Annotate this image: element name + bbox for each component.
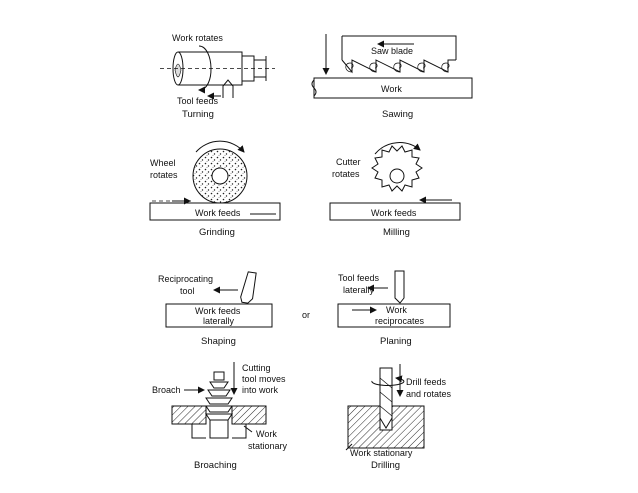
grinding-work [149,202,281,221]
planing-tool [394,270,405,304]
cutting-label-line3: into work [242,385,279,395]
planing-panel: Tool feeds laterally Work reciprocates P… [337,270,451,347]
grinding-wheel-hub [211,167,229,185]
saw-chip-3 [393,62,402,73]
cutting-label-line2: tool moves [242,374,286,384]
grinding-panel: Wheel rotates Work feeds Grinding [149,140,281,238]
broach-label: Broach [152,385,181,395]
saw-blade-teeth [341,59,456,74]
planing-work-label-line2: reciprocates [375,316,425,326]
work-rotates-label: Work rotates [172,33,223,43]
saw-blade-label: Saw blade [371,46,413,56]
cutter-rotation-arrow [374,142,421,155]
saw-chip-5 [441,62,450,73]
shaping-work [165,303,273,328]
shaping-tool [240,271,257,304]
broach-fixture [191,424,247,439]
saw-chip-4 [417,62,426,73]
turning-cut-face [174,63,182,78]
shaping-panel: Reciprocating tool Work feeds laterally … [158,271,273,347]
shaping-caption: Shaping [201,336,236,347]
turning-caption: Turning [182,109,214,120]
drill-label-line1: Drill feeds [406,377,447,387]
tool-feeds-label: Tool feeds [177,96,219,106]
drilling-panel: Drill feeds and rotates Work stationary … [345,364,452,471]
saw-blade-body [342,35,457,60]
drill-flutes [379,377,393,417]
work-pointer [243,425,253,433]
wheel-rotation-arrow [195,140,245,153]
planing-tool-label-line2: laterally [343,285,375,295]
drill-work-pointer [345,443,353,451]
planing-work-label-line1: Work [386,305,407,315]
broach-work-left [171,405,207,425]
turning-chuck-jaws [254,59,266,78]
milling-panel: Cutter rotates Work feeds Milling [329,142,461,238]
drilling-caption: Drilling [371,460,400,471]
milling-cutter-hub [389,168,405,184]
reciprocating-label-line2: tool [180,286,195,296]
broach-work-right [231,405,267,425]
reciprocating-label-line1: Reciprocating [158,274,213,284]
broach-work-label-line1: Work [256,429,277,439]
drill-work [347,405,425,449]
broaching-caption: Broaching [194,460,237,471]
shaping-work-label-line2: laterally [203,316,235,326]
saw-work [313,77,473,99]
turning-panel: Work rotates Tool feeds Turning [160,33,275,120]
turning-tool [222,79,234,98]
grinding-work-feeds-label: Work feeds [195,208,241,218]
planing-caption: Planing [380,336,412,347]
saw-work-label: Work [381,84,402,94]
wheel-label-line1: Wheel [150,158,176,168]
grinding-caption: Grinding [199,227,235,238]
sawing-caption: Sawing [382,109,413,120]
wheel-label-line2: rotates [150,170,178,180]
cutter-label-line2: rotates [332,169,360,179]
cutting-label-line1: Cutting [242,363,271,373]
saw-chip-2 [369,62,378,73]
drill-bit [379,367,393,429]
shaping-work-label-line1: Work feeds [195,306,241,316]
broach-work-label-line2: stationary [248,441,288,451]
milling-cutter [371,145,423,192]
saw-chip-1 [345,62,354,73]
or-label: or [302,310,310,320]
sawing-panel: Saw blade Work Sawing [311,34,473,120]
broaching-panel: Cutting tool moves into work Broach Work… [152,362,288,471]
drill-label-line2: and rotates [406,389,452,399]
work-stationary-label: Work stationary [350,448,413,458]
saw-work-break [311,79,317,97]
broach-tool [205,371,233,439]
drill-rotation-arrow [371,375,405,386]
cutter-label-line1: Cutter [336,157,361,167]
milling-work [329,202,461,221]
turning-rotation-arrow [198,45,212,94]
planing-tool-label-line1: Tool feeds [338,273,380,283]
milling-caption: Milling [383,227,410,238]
milling-work-feeds-label: Work feeds [371,208,417,218]
